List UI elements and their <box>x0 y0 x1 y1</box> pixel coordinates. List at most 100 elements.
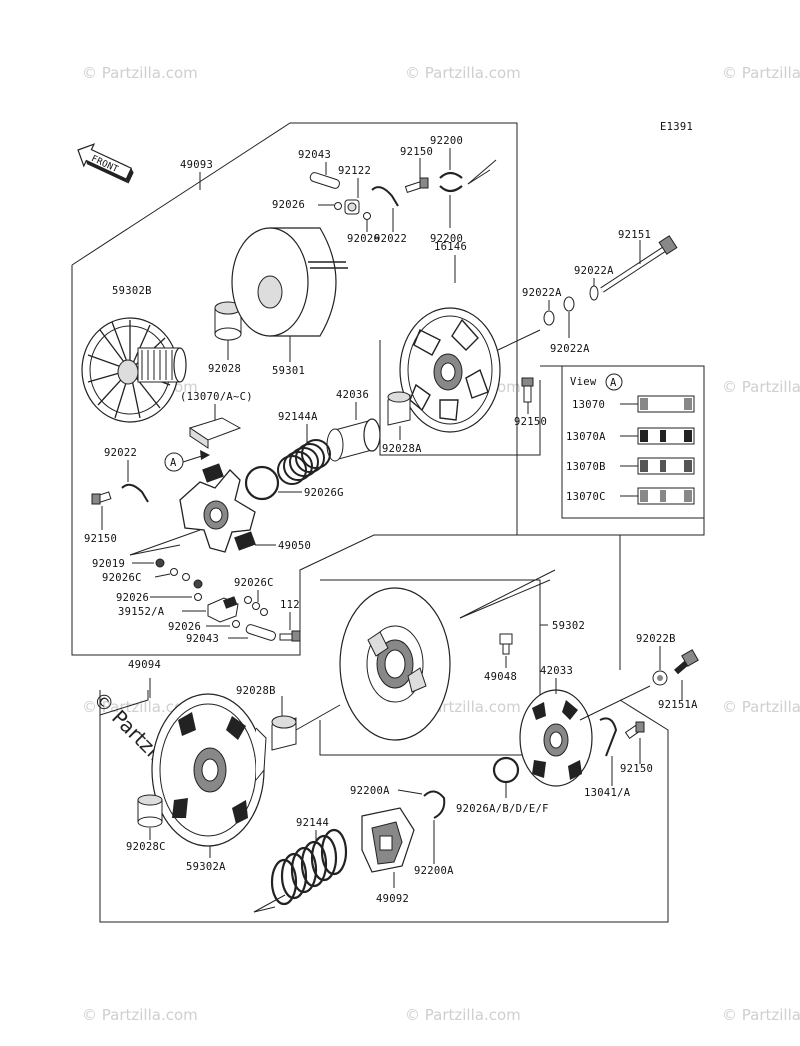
label-92200A: 92200A <box>414 865 454 877</box>
watermark: © Partzilla.com <box>722 378 800 396</box>
label-49050: 49050 <box>278 540 311 552</box>
watermark-layer: © Partzilla.com © Partzilla.com © Partzi… <box>82 64 800 1024</box>
label-92122: 92122 <box>338 165 371 177</box>
label-13041A: 13041/A <box>584 787 631 799</box>
label-92022: 92022 <box>104 447 137 459</box>
spring-92144A <box>277 439 331 485</box>
label-92200: 92200 <box>430 135 463 147</box>
washer-92026 <box>334 202 342 210</box>
cam-49050 <box>179 463 256 553</box>
bolt-92150 <box>91 491 112 505</box>
diagram-code: E1391 <box>660 121 693 133</box>
view-marker: A <box>610 377 617 389</box>
part-labels: 49093 92043 92122 92150 92200 92026 9202… <box>84 135 698 905</box>
bolt-92150 <box>404 177 429 193</box>
bushing-92028A <box>387 391 411 426</box>
label-59301: 59301 <box>272 365 305 377</box>
callout-letter: A <box>170 457 177 469</box>
label-112: 112 <box>280 599 300 611</box>
group-frame-49093 <box>71 122 518 330</box>
label-42036: 42036 <box>336 389 369 401</box>
snap-ring-92200A <box>423 790 446 819</box>
cam-49092 <box>361 807 415 873</box>
label-92028C: 92028C <box>126 841 166 853</box>
label-92022A: 92022A <box>550 343 590 355</box>
label-92151: 92151 <box>618 229 651 241</box>
sheave-59302A <box>151 693 267 847</box>
slider-13070 <box>188 417 242 449</box>
view-item-label: 13070A <box>566 431 606 443</box>
view-title: View <box>570 376 597 388</box>
bolt-92151 <box>600 235 678 293</box>
label-92022A: 92022A <box>574 265 614 277</box>
label-92022A: 92022A <box>522 287 562 299</box>
label-92200: 92200 <box>430 233 463 245</box>
label-92028B: 92028B <box>236 685 276 697</box>
label-92028: 92028 <box>208 363 241 375</box>
label-59302B: 59302B <box>112 285 152 297</box>
drive-face-59302B <box>81 317 187 423</box>
label-49048: 49048 <box>484 671 517 683</box>
sheave-59302 <box>339 587 451 741</box>
clip-92022 <box>121 483 149 503</box>
front-arrow-icon: FRONT <box>77 143 134 184</box>
label-59302A: 59302A <box>186 861 226 873</box>
label-92144A: 92144A <box>278 411 318 423</box>
weight-39152A <box>207 596 239 623</box>
bracket-92022 <box>371 186 399 207</box>
pin-92043 <box>309 172 340 189</box>
watermark: © Partzilla.com <box>405 64 521 82</box>
label-92200A: 92200A <box>350 785 390 797</box>
pin-92043 <box>245 624 276 641</box>
washer-92026 <box>363 212 371 220</box>
view-item-label: 13070 <box>572 399 605 411</box>
label-92026: 92026 <box>347 233 380 245</box>
slider-variants <box>620 395 695 505</box>
label-92043: 92043 <box>298 149 331 161</box>
washer-92026 <box>194 593 202 601</box>
watermark: © Partzilla.com <box>722 1006 800 1024</box>
label-49094: 49094 <box>128 659 161 671</box>
label-92026: 92026 <box>168 621 201 633</box>
sleeve-42036 <box>326 418 381 462</box>
label-92026ABDEF: 92026A/B/D/E/F <box>456 803 549 815</box>
label-92150: 92150 <box>514 416 547 428</box>
label-16146: 16146 <box>434 241 467 253</box>
label-92043: 92043 <box>186 633 219 645</box>
label-92026G: 92026G <box>304 487 344 499</box>
bolt-92150 <box>521 377 534 403</box>
spider-16146 <box>399 307 501 433</box>
label-92150: 92150 <box>84 533 117 545</box>
bolt-92150 <box>624 721 645 739</box>
screw-49048 <box>499 633 513 655</box>
nut-92019 <box>155 558 165 568</box>
label-92028A: 92028A <box>382 443 422 455</box>
label-92144: 92144 <box>296 817 329 829</box>
label-92022B: 92022B <box>636 633 676 645</box>
bushing-92028C <box>137 794 163 828</box>
bolt-112 <box>279 630 301 642</box>
roller-92122 <box>344 199 360 215</box>
label-42033: 42033 <box>540 665 573 677</box>
watermark: © Partzilla.com <box>82 64 198 82</box>
ring-92026ABDEF <box>492 756 520 784</box>
washer-92022A <box>563 296 575 312</box>
view-a-labels: 13070 13070A 13070B 13070C <box>566 399 606 503</box>
label-92150: 92150 <box>620 763 653 775</box>
label-92022: 92022 <box>374 233 407 245</box>
label-59302: 59302 <box>552 620 585 632</box>
washer-92022A <box>589 285 599 301</box>
label-13070AC: (13070/A~C) <box>180 391 253 403</box>
ring-92026G <box>244 465 280 501</box>
cover-59301 <box>231 227 348 337</box>
label-92026C: 92026C <box>102 572 142 584</box>
watermark: © Partzilla.com <box>82 1006 198 1024</box>
clip-13041A <box>599 717 618 757</box>
view-item-label: 13070C <box>566 491 606 503</box>
label-39152A: 39152/A <box>118 606 165 618</box>
bushing-92028 <box>214 301 242 341</box>
label-92026: 92026 <box>116 592 149 604</box>
bushing-92028B <box>271 715 297 751</box>
